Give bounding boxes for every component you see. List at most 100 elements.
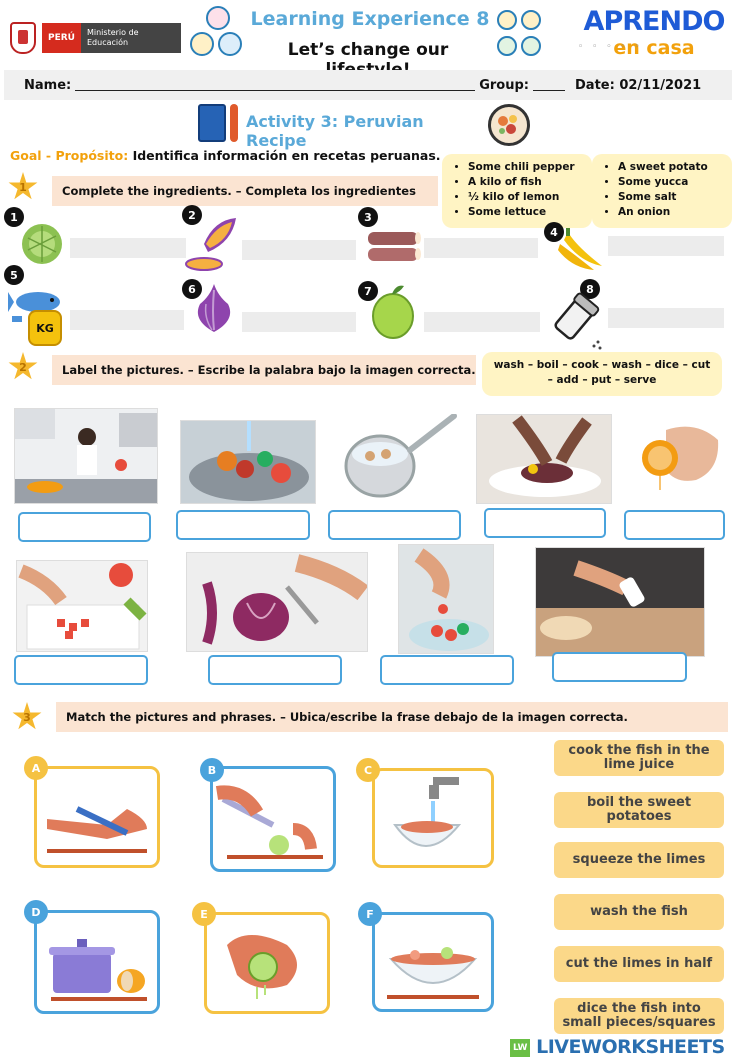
group-label: Group: xyxy=(479,77,529,93)
goal-text: Identifica información en recetas peruan… xyxy=(132,148,441,163)
label-answer-4[interactable] xyxy=(484,508,606,538)
item-number-4: 4 xyxy=(544,222,564,242)
item-number-5: 5 xyxy=(4,265,24,285)
answer-field-7[interactable] xyxy=(424,312,540,332)
answer-field-4[interactable] xyxy=(608,236,724,256)
photo-salting-food xyxy=(535,547,705,657)
goal-label-es: Propósito: xyxy=(55,148,129,163)
lemon-icon xyxy=(370,282,416,342)
section-number-2: 2 xyxy=(19,360,27,374)
phrase-squeeze-limes[interactable]: squeeze the limes xyxy=(554,842,724,878)
photo-washing-vegetables xyxy=(180,420,316,504)
lw-badge: LW xyxy=(510,1038,530,1057)
ingredient-option: An onion xyxy=(618,205,724,220)
phrase-wash-fish[interactable]: wash the fish xyxy=(554,894,724,930)
brand-top: APRENDO xyxy=(583,6,726,37)
group-input[interactable] xyxy=(533,79,565,91)
label-answer-1[interactable] xyxy=(18,512,151,542)
item-number-1: 1 xyxy=(4,207,24,227)
brand-bottom: en casa xyxy=(613,37,695,59)
ministry-logo: PERÚ Ministerio de Educación xyxy=(10,18,182,58)
answer-field-2[interactable] xyxy=(242,240,356,260)
frame-b xyxy=(210,766,336,872)
dumbbell-icon xyxy=(218,32,242,56)
onion-icon xyxy=(192,282,236,334)
section3-instruction: Match the pictures and phrases. – Ubica/… xyxy=(56,702,728,732)
label-answer-2[interactable] xyxy=(176,510,310,540)
salt-shaker-icon xyxy=(542,290,604,352)
name-label: Name: xyxy=(24,77,72,93)
item-number-8: 8 xyxy=(580,279,600,299)
photo-woman-cooking xyxy=(14,408,158,504)
star-icon-3: 3 xyxy=(12,702,42,730)
phrase-cook-fish[interactable]: cook the fish in the lime juice xyxy=(554,740,724,776)
answer-field-3[interactable] xyxy=(424,238,538,258)
liveworksheets-logo: LW LIVEWORKSHEETS xyxy=(510,1036,736,1058)
label-answer-7[interactable] xyxy=(208,655,342,685)
aprendo-logo: APRENDO en casa xyxy=(576,6,732,58)
goal-line: Goal - Propósito: Identifica información… xyxy=(10,148,450,163)
page-title: Learning Experience 8 xyxy=(250,8,490,30)
section-number-3: 3 xyxy=(23,710,31,724)
healthy-icons xyxy=(190,6,246,62)
ingredient-option: A sweet potato xyxy=(618,160,724,175)
frame-f xyxy=(372,912,494,1012)
item-number-7: 7 xyxy=(358,281,378,301)
ingredient-option: Some salt xyxy=(618,190,724,205)
tag-e: E xyxy=(192,902,216,926)
ingredient-box-left: Some chili pepper A kilo of fish ½ kilo … xyxy=(442,154,592,228)
star-icon-1: 1 xyxy=(8,172,38,200)
phrase-dice-fish[interactable]: dice the fish into small pieces/squares xyxy=(554,998,724,1034)
tag-d: D xyxy=(24,900,48,924)
section1-instruction: Complete the ingredients. – Completa los… xyxy=(52,176,438,206)
label-answer-9[interactable] xyxy=(552,652,687,682)
peru-label: PERÚ xyxy=(42,23,81,53)
photo-cutting-onion xyxy=(186,552,368,652)
tag-f: F xyxy=(358,902,382,926)
fish-kg-icon xyxy=(8,286,64,348)
book-icon xyxy=(497,36,517,56)
photo-adding-tomatoes xyxy=(398,544,494,654)
ingredient-option: ½ kilo of lemon xyxy=(468,190,584,205)
phrase-cut-limes[interactable]: cut the limes in half xyxy=(554,946,724,982)
ceviche-plate-icon xyxy=(488,104,530,146)
liveworksheets-text: LIVEWORKSHEETS xyxy=(536,1036,725,1058)
ministry-label: Ministerio de Educación xyxy=(80,23,181,53)
photo-squeezing-orange xyxy=(636,420,722,492)
label-answer-3[interactable] xyxy=(328,510,461,540)
frame-e xyxy=(204,912,330,1014)
activity-icons xyxy=(495,10,545,60)
heart-icon xyxy=(206,6,230,30)
date-label: Date: 02/11/2021 xyxy=(575,77,702,93)
star-icon-2: 2 xyxy=(8,352,38,380)
label-answer-6[interactable] xyxy=(14,655,148,685)
frame-a xyxy=(34,766,160,868)
ingredient-option: Some lettuce xyxy=(468,205,584,220)
food-icon xyxy=(497,10,517,30)
frame-d xyxy=(34,910,160,1014)
activity-title: Activity 3: Peruvian Recipe xyxy=(246,112,424,150)
name-input[interactable] xyxy=(75,79,476,91)
photo-boiling-pot xyxy=(334,413,458,510)
answer-field-1[interactable] xyxy=(70,238,186,258)
item-number-3: 3 xyxy=(358,207,378,227)
photo-serving-dish xyxy=(476,414,612,504)
chili-pepper-icon xyxy=(554,228,606,272)
kg-weight-icon: KG xyxy=(28,310,62,346)
spoon-icon xyxy=(230,104,238,142)
photo-dicing-tomato xyxy=(16,560,148,652)
music-icon xyxy=(521,10,541,30)
section2-instruction: Label the pictures. – Escribe la palabra… xyxy=(52,355,476,385)
phrase-boil-potatoes[interactable]: boil the sweet potatoes xyxy=(554,792,724,828)
label-answer-8[interactable] xyxy=(380,655,514,685)
coat-of-arms-icon xyxy=(10,22,36,54)
answer-field-8[interactable] xyxy=(608,308,724,328)
answer-field-5[interactable] xyxy=(70,310,184,330)
label-answer-5[interactable] xyxy=(624,510,725,540)
item-number-6: 6 xyxy=(182,279,202,299)
answer-field-6[interactable] xyxy=(242,312,356,332)
recipe-book-icon xyxy=(198,104,226,142)
ingredient-option: Some chili pepper xyxy=(468,160,584,175)
frame-c xyxy=(372,768,494,868)
ingredient-box-right: A sweet potato Some yucca Some salt An o… xyxy=(592,154,732,228)
